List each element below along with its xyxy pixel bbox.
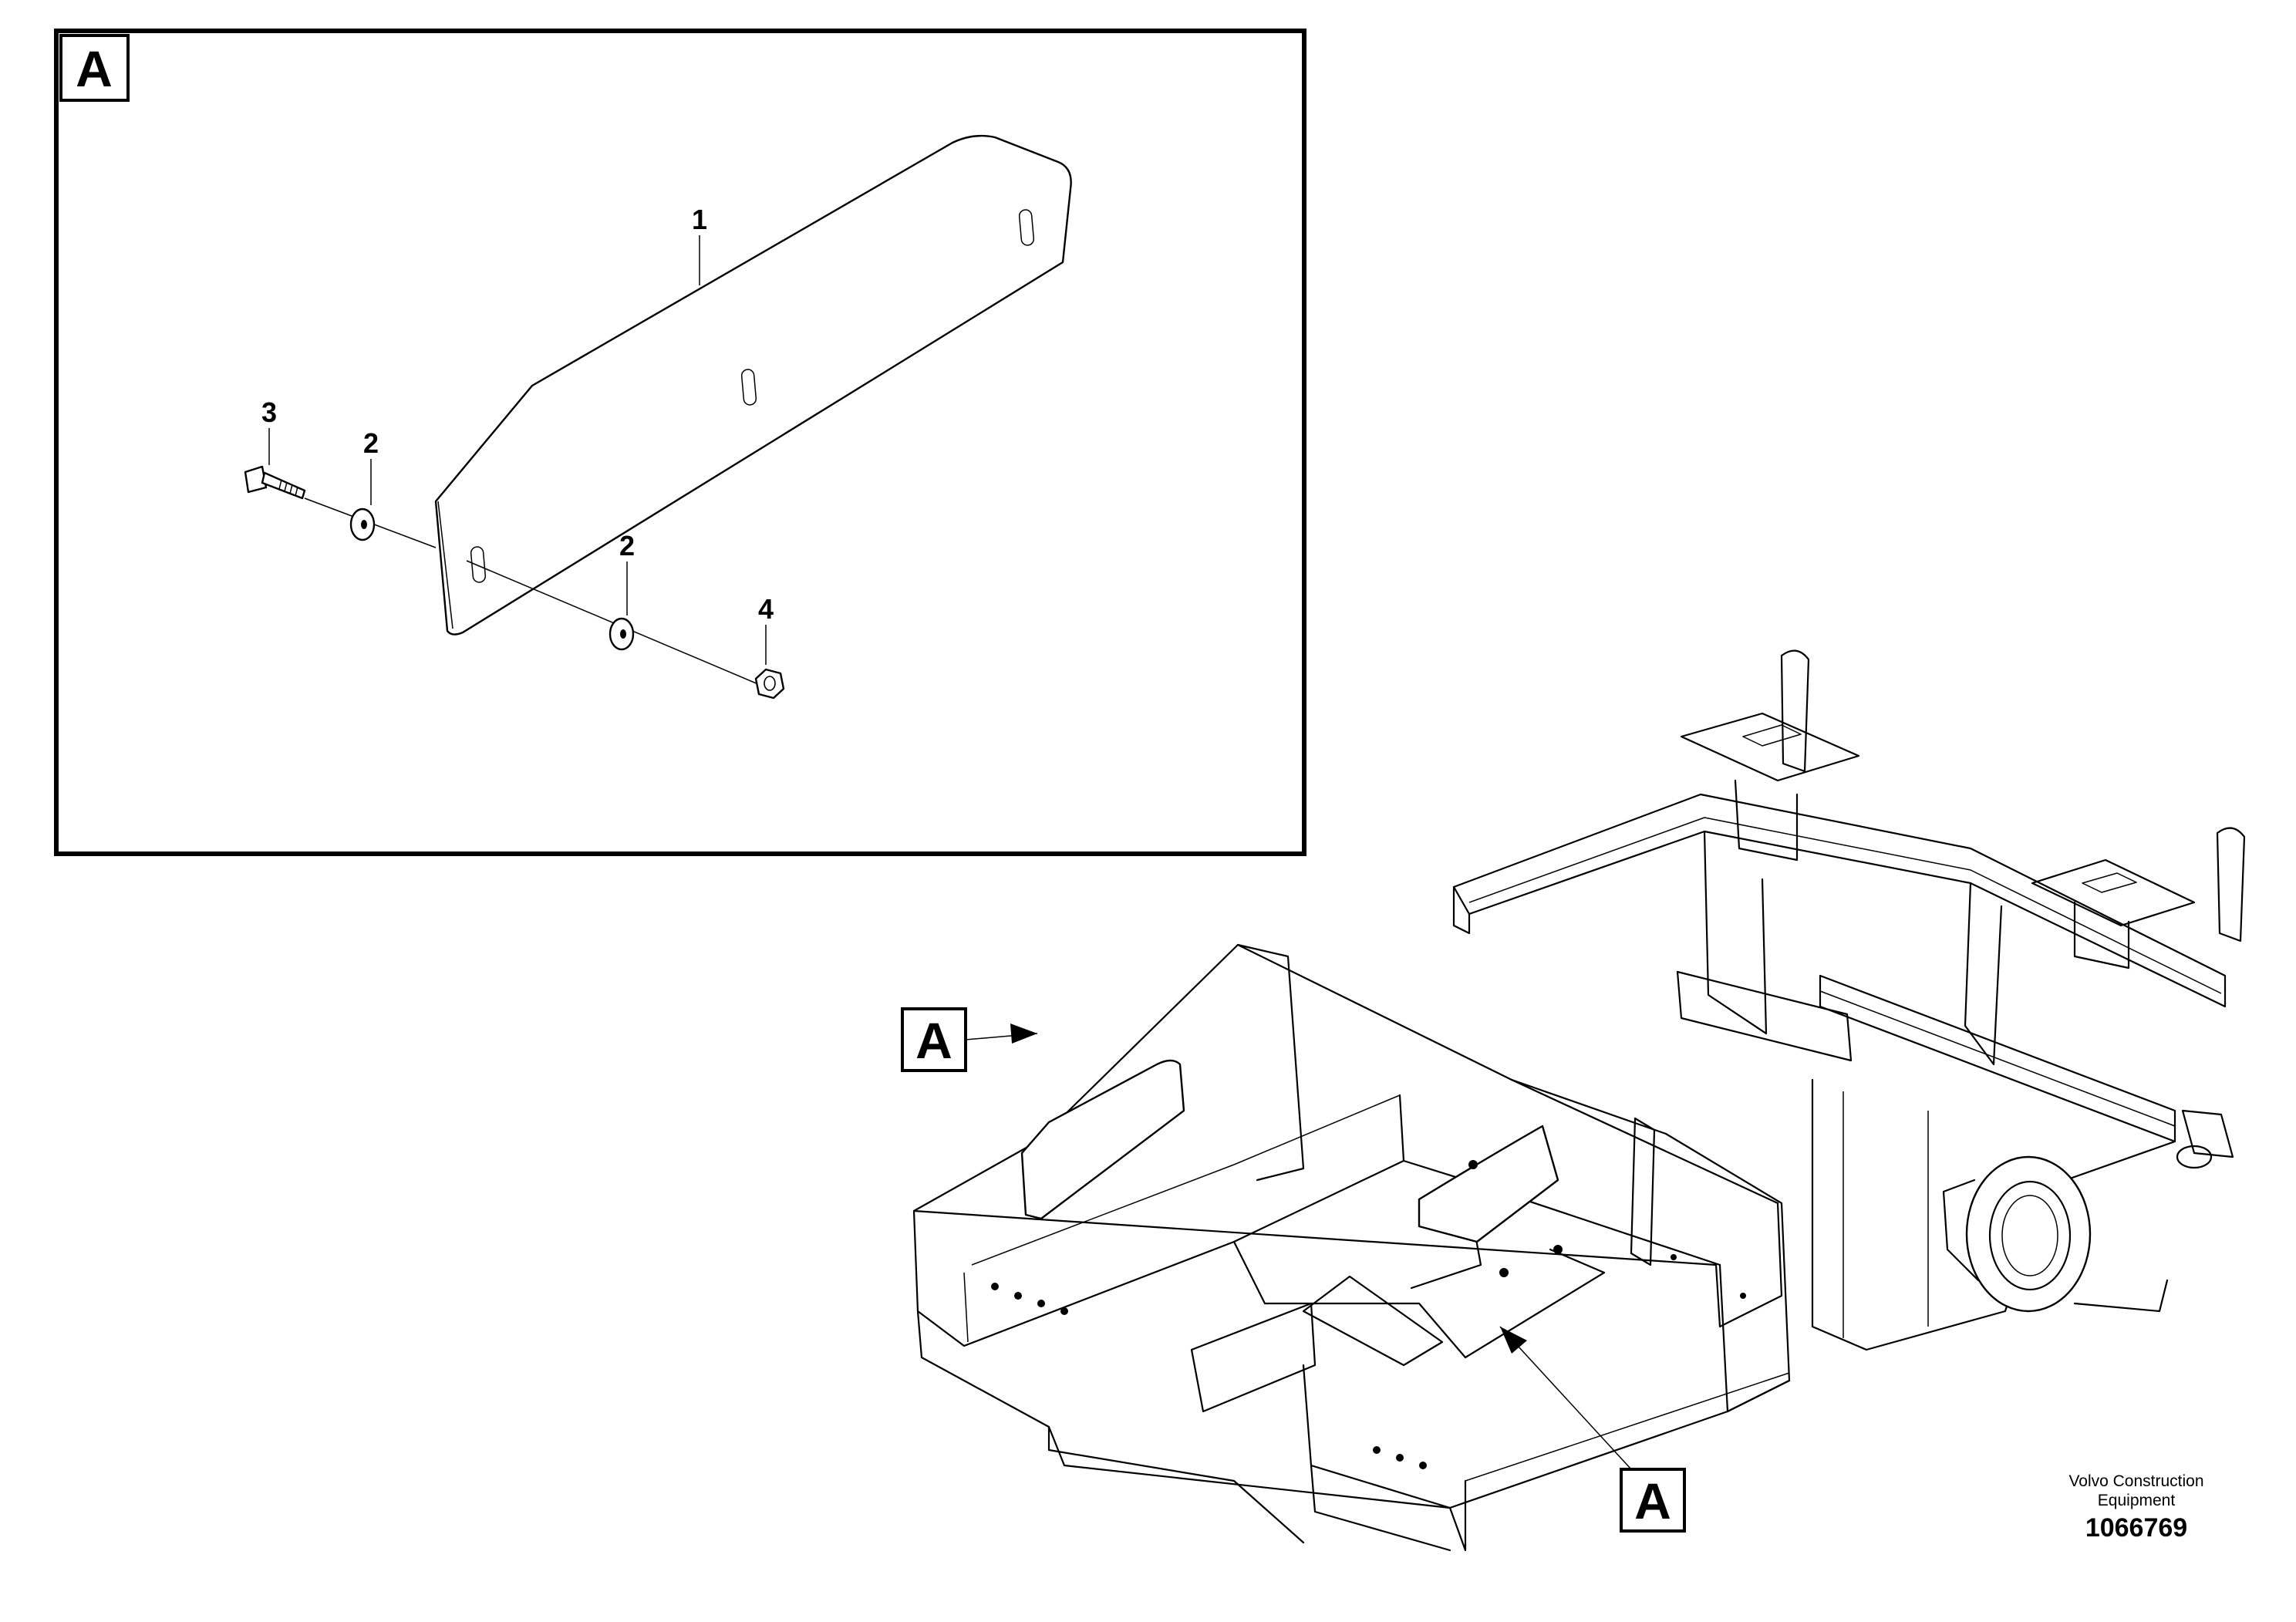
callout-2b: 2 <box>619 530 635 561</box>
drawing-number: 1066769 <box>2085 1513 2188 1543</box>
machine-frame-assembly <box>912 649 2246 1552</box>
ref-tag-left: A <box>901 1007 1038 1072</box>
callout-1: 1 <box>692 204 707 235</box>
washer-left <box>349 508 376 541</box>
rivets <box>991 1160 1746 1469</box>
cover-plate <box>434 134 1072 636</box>
ref-tag-bottom: A <box>1499 1326 1686 1533</box>
detail-letter-box <box>59 34 130 102</box>
ref-tag-bottom-letter: A <box>1634 1472 1671 1529</box>
nut <box>754 668 785 700</box>
callout-2a: 2 <box>363 427 379 459</box>
bolt <box>244 465 306 500</box>
detail-letter: A <box>76 40 113 97</box>
detail-frame <box>54 29 1306 856</box>
callout-4: 4 <box>758 593 774 625</box>
callout-3: 3 <box>261 396 277 428</box>
washer-right <box>609 617 635 651</box>
brand-line1: Volvo Construction <box>2068 1472 2204 1490</box>
ref-tag-left-letter: A <box>915 1012 952 1069</box>
brand-line2: Equipment <box>2097 1492 2176 1509</box>
brand-label: Volvo Construction Equipment <box>2021 1472 2252 1510</box>
detail-view-a: A <box>54 29 1306 856</box>
